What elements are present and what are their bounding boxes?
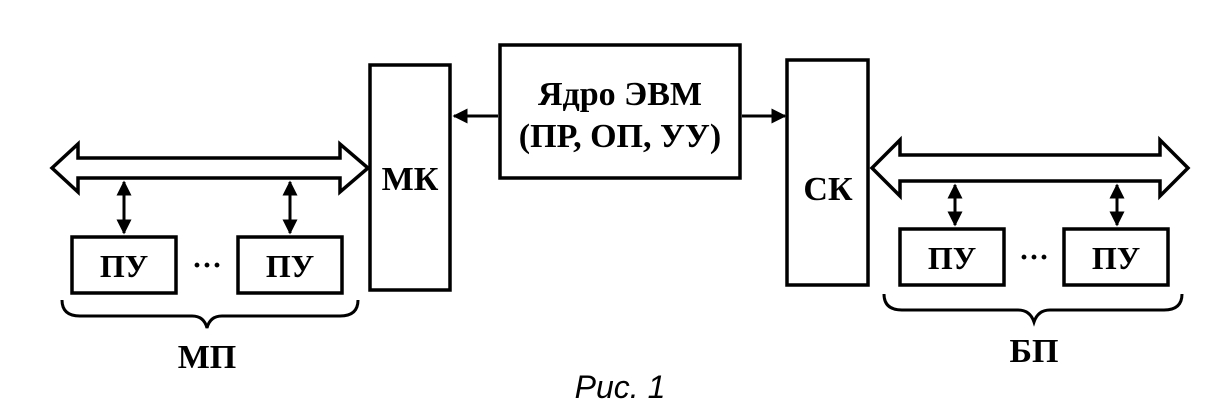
right-controller-label: СК bbox=[803, 171, 853, 208]
left-controller-label: МК bbox=[382, 161, 439, 198]
left-device-1: ПУ bbox=[70, 235, 178, 295]
right-device-1-label: ПУ bbox=[928, 240, 976, 276]
right-device-2: ПУ bbox=[1062, 227, 1170, 287]
core-block: Ядро ЭВМ (ПР, ОП, УУ) bbox=[498, 43, 742, 180]
right-device-2-label: ПУ bbox=[1092, 240, 1140, 276]
core-title: Ядро ЭВМ bbox=[538, 76, 702, 113]
left-device-2: ПУ bbox=[236, 235, 344, 295]
right-device-1: ПУ bbox=[898, 227, 1006, 287]
right-group-label: БП bbox=[1010, 333, 1059, 370]
left-group-brace bbox=[60, 299, 360, 329]
figure-caption: Рис. 1 bbox=[575, 369, 666, 405]
left-devices-ellipsis: ··· bbox=[192, 249, 222, 282]
right-group-brace bbox=[882, 293, 1184, 327]
left-device-1-label: ПУ bbox=[100, 248, 148, 284]
left-device-2-label: ПУ bbox=[266, 248, 314, 284]
right-bus-arrow bbox=[869, 135, 1191, 201]
left-controller: МК bbox=[368, 63, 452, 292]
core-subtitle: (ПР, ОП, УУ) bbox=[519, 118, 721, 155]
right-devices-ellipsis: ··· bbox=[1019, 241, 1049, 274]
left-bus-arrow bbox=[49, 140, 371, 196]
left-group-label: МП bbox=[178, 339, 237, 376]
right-controller: СК bbox=[785, 58, 870, 287]
